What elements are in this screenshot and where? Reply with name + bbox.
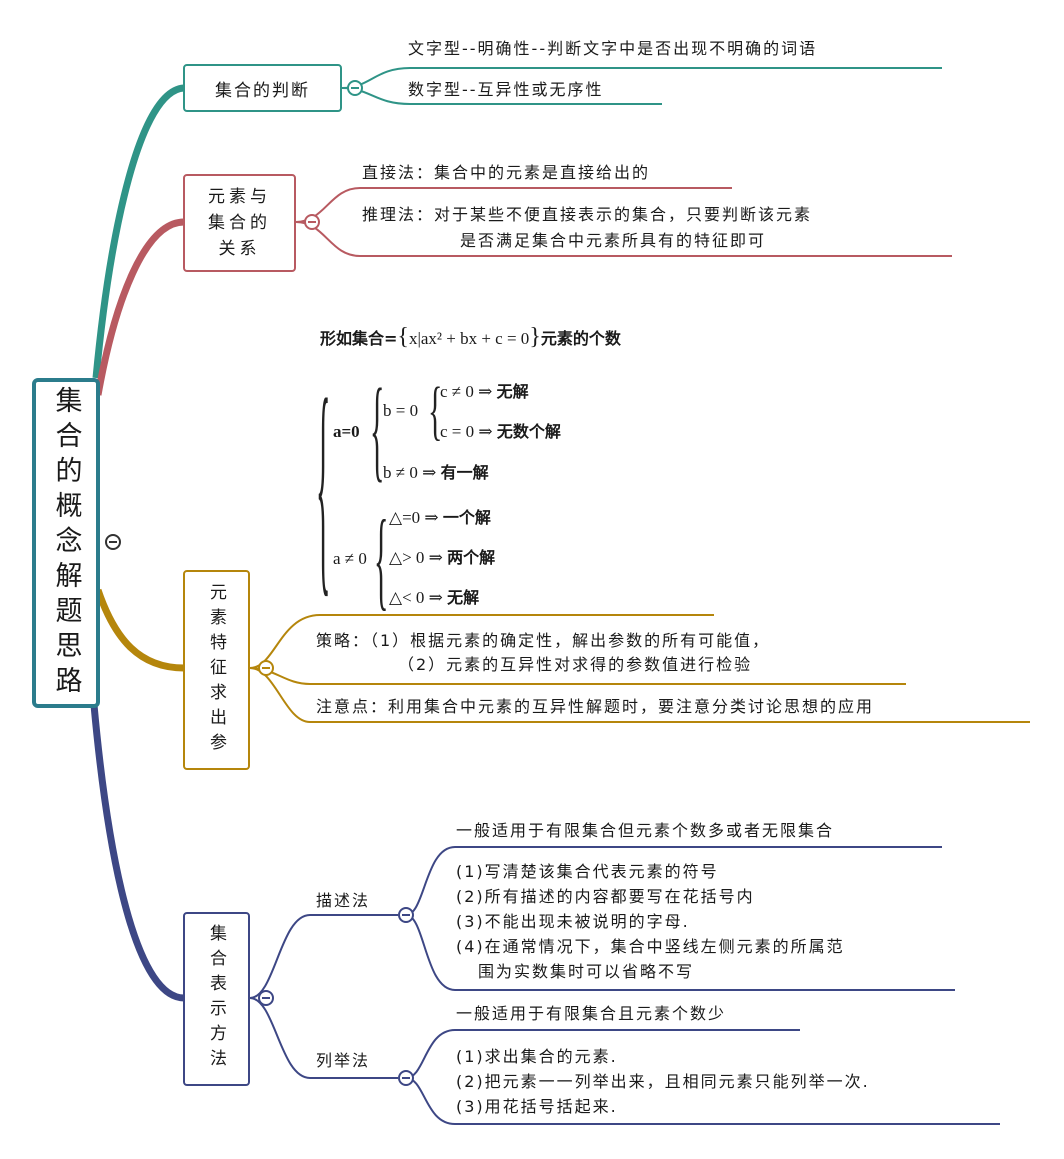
param-note: 注意点：利用集合中元素的互异性解题时，要注意分类讨论思想的应用 — [316, 697, 875, 716]
repr-collapse-icon[interactable] — [258, 990, 274, 1006]
relation-collapse-icon[interactable] — [304, 214, 320, 230]
case-d0: △=0 ⇒ 一个解 — [389, 507, 491, 529]
case-c-ne: c ≠ 0 ⇒ 无解 — [440, 381, 529, 403]
list-item-2: (2)把元素一一列举出来，且相同元素只能列举一次. — [456, 1072, 870, 1091]
describe-item-3: (3)不能出现未被说明的字母. — [456, 912, 690, 931]
case-c-ne-cond: c ≠ 0 ⇒ — [440, 382, 493, 401]
judge-collapse-icon[interactable] — [347, 80, 363, 96]
case-b-ne-cond: b ≠ 0 ⇒ — [383, 463, 437, 482]
case-dpos: △> 0 ⇒ 两个解 — [389, 547, 495, 569]
branch-line-repr — [90, 704, 185, 1002]
brace-outer: { — [316, 356, 331, 620]
case-d0-result: 一个解 — [442, 508, 491, 527]
case-a-ne: a ≠ 0 — [333, 549, 367, 568]
list-collapse-icon[interactable] — [398, 1070, 414, 1086]
describe-label[interactable]: 描述法 — [316, 891, 371, 910]
brace-b0: { — [428, 374, 443, 448]
param-collapse-icon[interactable] — [258, 660, 274, 676]
case-c-eq: c = 0 ⇒ 无数个解 — [440, 421, 561, 443]
branch-line-param — [94, 588, 185, 672]
root-node[interactable]: 集合的概念解题思路 — [32, 378, 100, 708]
list-item-1: (1)求出集合的元素. — [456, 1047, 618, 1066]
brace-a0: { — [370, 368, 385, 494]
formula-prefix: 形如集合= — [320, 329, 398, 348]
param-strategy-1: 策略：（1）根据元素的确定性，解出参数的所有可能值， — [316, 631, 771, 650]
root-collapse-icon[interactable] — [105, 534, 121, 550]
node-judge-label: 集合的判断 — [215, 80, 310, 101]
formula-suffix: 元素的个数 — [540, 329, 621, 348]
case-c-eq-result: 无数个解 — [496, 422, 561, 441]
case-b0: b = 0 — [383, 401, 419, 420]
branch-line-judge — [92, 84, 185, 379]
relation-infer-1: 推理法：对于某些不便直接表示的集合，只要判断该元素 — [362, 205, 813, 224]
formula-set: x|ax² + bx + c = 0 — [408, 329, 530, 348]
judge-item-number: 数字型--互异性或无序性 — [408, 80, 604, 99]
list-general: 一般适用于有限集合且元素个数少 — [456, 1004, 727, 1023]
case-d0-cond: △=0 ⇒ — [389, 508, 439, 527]
relation-infer-2: 是否满足集合中元素所具有的特征即可 — [460, 231, 767, 250]
describe-collapse-icon[interactable] — [398, 907, 414, 923]
node-relation[interactable]: 元素与集合的关系 — [183, 174, 296, 272]
case-dneg-result: 无解 — [447, 588, 480, 607]
case-a0: a=0 — [333, 422, 360, 441]
case-b-ne: b ≠ 0 ⇒ 有一解 — [383, 462, 489, 484]
relation-direct: 直接法：集合中的元素是直接给出的 — [362, 163, 651, 182]
case-dneg-cond: △< 0 ⇒ — [389, 588, 443, 607]
case-c-eq-cond: c = 0 ⇒ — [440, 422, 493, 441]
case-dpos-cond: △> 0 ⇒ — [389, 548, 443, 567]
list-label[interactable]: 列举法 — [316, 1051, 371, 1070]
node-repr[interactable]: 集合表示方法 — [183, 912, 250, 1086]
node-repr-label: 集合表示方法 — [206, 924, 226, 1074]
list-item-3: (3)用花括号括起来. — [456, 1097, 618, 1116]
describe-item-1: (1)写清楚该集合代表元素的符号 — [456, 862, 719, 881]
case-dpos-result: 两个解 — [447, 548, 496, 567]
root-title: 集合的概念解题思路 — [50, 385, 82, 701]
node-param[interactable]: 元素特征求出参 — [183, 570, 250, 770]
param-strategy-2: （2）元素的互异性对求得的参数值进行检验 — [398, 655, 753, 674]
describe-item-4: (4)在通常情况下，集合中竖线左侧元素的所属范 — [456, 937, 845, 956]
case-b-ne-result: 有一解 — [440, 463, 489, 482]
node-relation-label: 元素与集合的关系 — [208, 187, 271, 259]
describe-general: 一般适用于有限集合但元素个数多或者无限集合 — [456, 821, 835, 840]
node-param-label: 元素特征求出参 — [206, 582, 226, 758]
brace-a-ne: { — [374, 499, 389, 622]
formula-header: 形如集合={x|ax² + bx + c = 0}元素的个数 — [320, 324, 621, 350]
case-c-ne-result: 无解 — [496, 382, 529, 401]
describe-item-2: (2)所有描述的内容都要写在花括号内 — [456, 887, 755, 906]
branch-line-relation — [94, 218, 185, 396]
case-dneg: △< 0 ⇒ 无解 — [389, 587, 479, 609]
judge-item-text: 文字型--明确性--判断文字中是否出现不明确的词语 — [408, 39, 818, 58]
describe-item-4-cont: 围为实数集时可以省略不写 — [478, 962, 695, 981]
node-judge[interactable]: 集合的判断 — [183, 64, 342, 112]
